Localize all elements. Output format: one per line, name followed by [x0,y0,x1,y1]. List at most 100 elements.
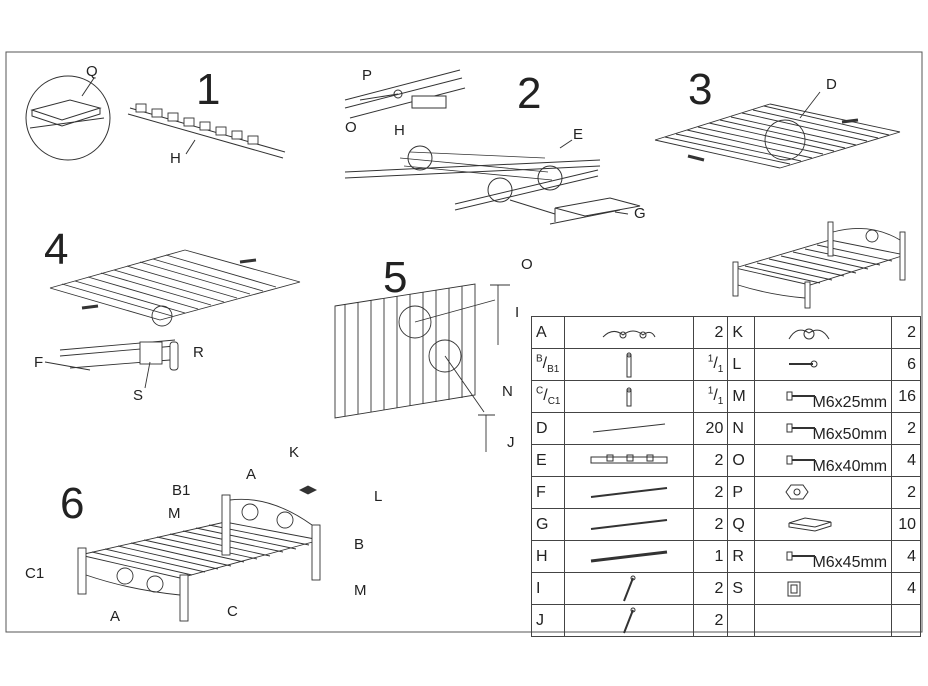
callout-a2: A [110,608,121,625]
bolt-icon: M6x40mm [754,444,893,477]
callout-p: P [362,67,373,84]
callout-h2: H [394,122,405,139]
part-code: G [530,508,566,541]
part-qty: 16 [891,380,921,413]
callout-l: L [374,488,383,505]
callout-q: Q [86,63,98,80]
part-spec: M6x25mm [812,394,888,411]
callout-i: I [515,304,520,321]
callout-g: G [634,205,646,222]
ornament-icon [754,316,893,349]
callout-o: O [345,119,357,136]
step6-illustration [77,485,321,622]
bolt-icon: M6x50mm [754,412,893,445]
diagram-border [5,51,923,633]
callout-r: R [193,344,204,361]
step-1-number: 1 [196,65,221,114]
part-qty: 2 [692,604,729,637]
part-qty: 1 [692,540,729,573]
step5-illustration [334,283,510,452]
step-5-number: 5 [383,253,408,302]
leg-icon [564,572,694,605]
part-code: C/C1 [530,380,566,413]
part-qty: 1/1 [692,348,729,381]
callout-k: K [289,444,300,461]
part-code: A [530,316,566,349]
part-code: K [727,316,756,349]
callout-n: N [502,383,513,400]
rail-icon [564,508,694,541]
callout-b: B [354,536,365,553]
callout-m2: M [354,582,367,599]
part-code: B/B1 [530,348,566,381]
part-code: M [727,380,756,413]
side-rail-icon [564,444,694,477]
callout-a: A [246,466,257,483]
part-code: N [727,412,756,445]
leg-icon [564,604,694,637]
part-qty: 1/1 [692,380,729,413]
part-code: L [727,348,756,381]
part-qty: 2 [692,572,729,605]
callout-s: S [133,387,144,404]
part-qty: 4 [891,444,921,477]
part-code: R [727,540,756,573]
screw-icon [754,348,893,381]
short-post-icon [564,380,694,413]
bracket-icon [754,572,893,605]
post-icon [564,348,694,381]
rail-icon [564,476,694,509]
callout-h: H [170,150,181,167]
callout-o2: O [521,256,533,273]
slat-icon [564,412,694,445]
step3-illustration [654,91,901,169]
part-spec: M6x45mm [812,554,888,571]
part-code: E [530,444,566,477]
callout-b1: B1 [172,482,191,499]
center-beam-icon [564,540,694,573]
part-code: O [727,444,756,477]
step-4-number: 4 [44,225,69,274]
part-qty: 2 [891,412,921,445]
part-qty: 2 [692,444,729,477]
step-2-number: 2 [517,69,542,118]
part-qty: 4 [891,572,921,605]
part-qty: 2 [891,316,921,349]
part-spec: M6x50mm [812,426,888,443]
step-6-number: 6 [60,479,85,528]
callout-c1: C1 [25,565,45,582]
part-qty: 2 [692,316,729,349]
nut-icon [754,476,893,509]
part-code: J [530,604,566,637]
step1-illustration [25,75,286,161]
headboard-icon [564,316,694,349]
bolt-icon: M6x45mm [754,540,893,573]
part-qty: 6 [891,348,921,381]
step2-illustration [344,69,641,225]
step-3-number: 3 [688,65,713,114]
callout-d: D [826,76,837,93]
part-qty: 4 [891,540,921,573]
part-qty: 2 [692,508,729,541]
part-qty: 2 [891,476,921,509]
callout-c: C [227,603,238,620]
part-code: D [530,412,566,445]
part-code: Q [727,508,756,541]
part-code: I [530,572,566,605]
callout-e: E [573,126,584,143]
part-code: H [530,540,566,573]
assembled-bed-illustration [732,221,906,309]
part-spec: M6x40mm [812,458,888,475]
part-code: S [727,572,756,605]
